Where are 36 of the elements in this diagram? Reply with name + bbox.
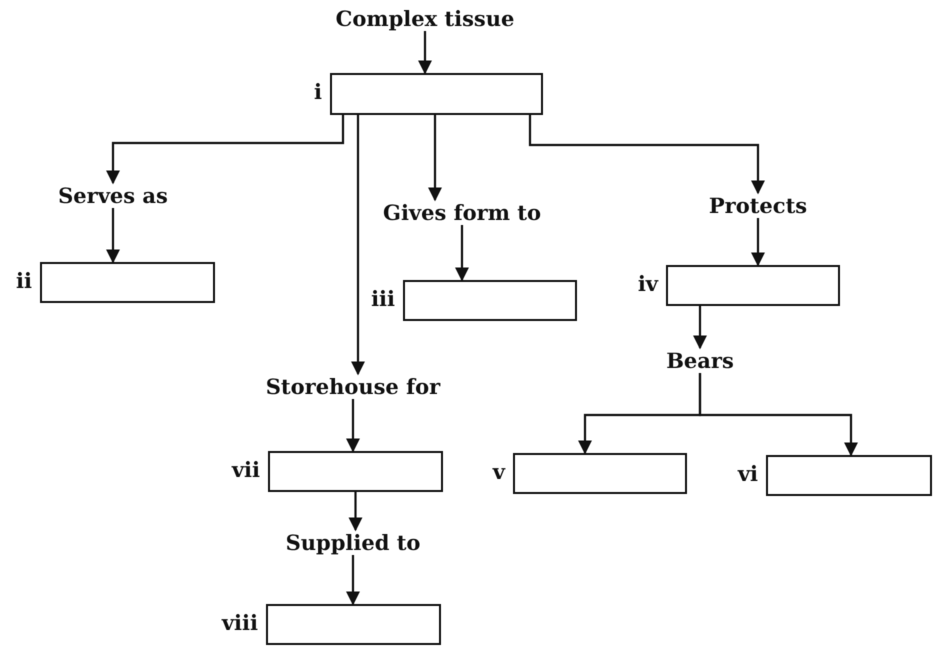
- arrow: [106, 208, 120, 264]
- answer-box: [513, 453, 687, 494]
- arrow: [428, 115, 442, 202]
- answer-box: [40, 262, 215, 303]
- arrow: [106, 115, 344, 184]
- roman-numeral: vii: [232, 457, 260, 482]
- roman-numeral: ii: [16, 268, 32, 293]
- node-label: Protects: [706, 193, 810, 218]
- node-label: Storehouse for: [264, 374, 442, 399]
- arrow: [346, 555, 360, 606]
- answer-box: [403, 280, 577, 321]
- roman-numeral: viii: [222, 610, 258, 635]
- arrow: [693, 306, 707, 350]
- answer-box: [266, 604, 441, 645]
- arrow: [528, 115, 765, 194]
- node-label: Supplied to: [284, 530, 422, 555]
- arrow: [418, 31, 432, 74]
- roman-numeral: i: [314, 79, 322, 104]
- answer-box: [330, 73, 543, 115]
- arrow: [455, 225, 469, 282]
- arrow: [348, 492, 362, 532]
- arrow: [351, 115, 365, 376]
- roman-numeral: iii: [371, 286, 395, 311]
- node-label: Complex tissue: [334, 6, 516, 31]
- roman-numeral: v: [492, 459, 505, 484]
- roman-numeral: iv: [638, 271, 658, 296]
- answer-box: [666, 265, 840, 306]
- node-label: Bears: [664, 348, 736, 373]
- answer-box: [268, 451, 443, 492]
- arrow: [346, 399, 360, 452]
- node-label: Serves as: [56, 183, 170, 208]
- arrow: [698, 373, 858, 456]
- roman-numeral: vi: [738, 461, 758, 486]
- node-label: Gives form to: [381, 200, 543, 225]
- answer-box: [766, 455, 932, 496]
- arrow: [751, 218, 765, 266]
